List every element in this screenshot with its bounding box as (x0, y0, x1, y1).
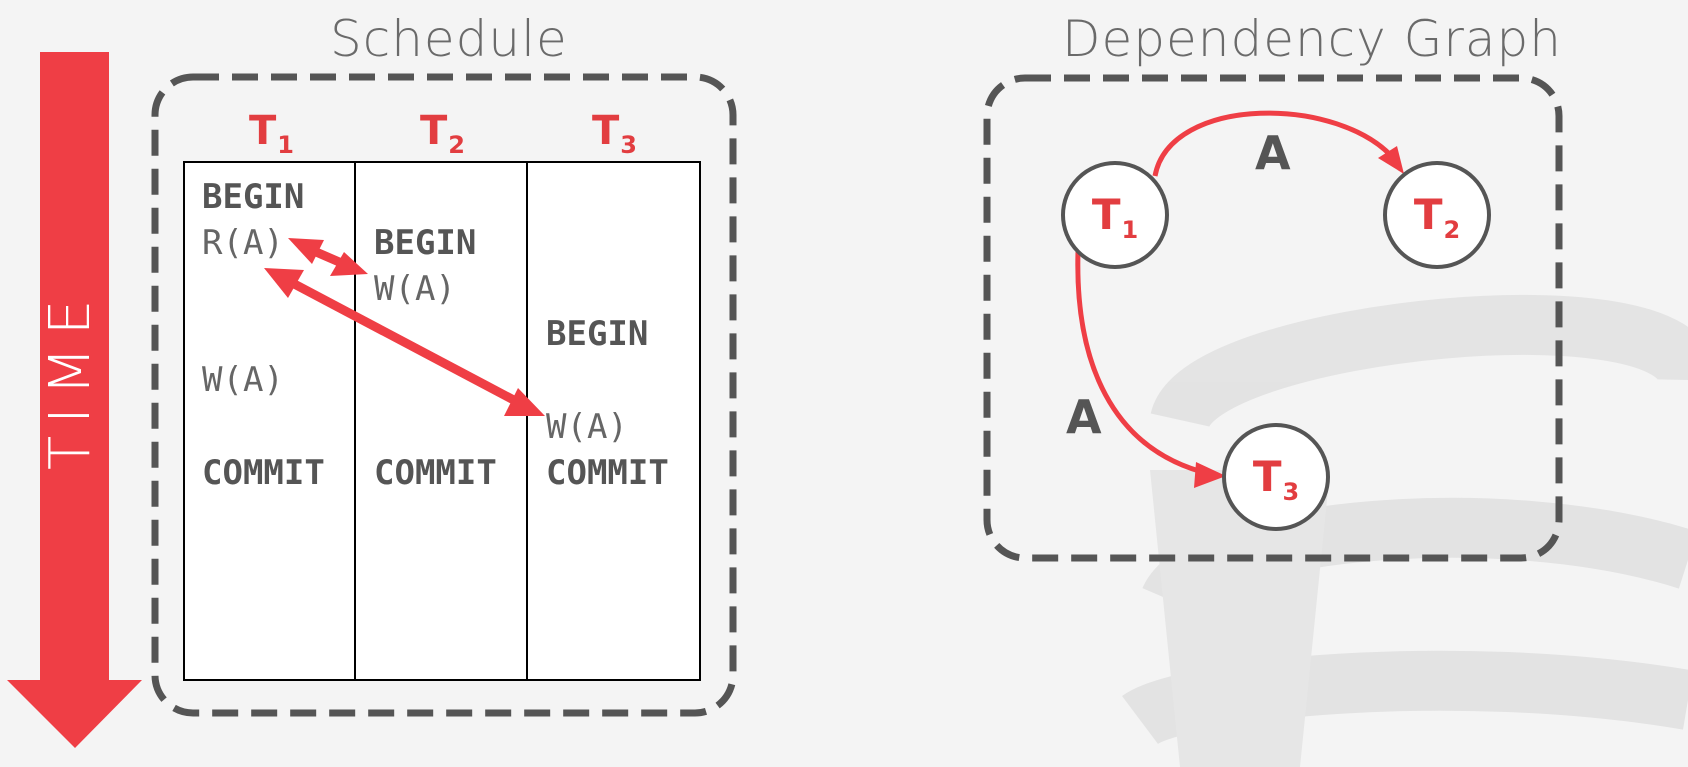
t1-read: R(A) (202, 223, 284, 263)
node-t2 (1383, 161, 1491, 269)
t3-commit: COMMIT (546, 453, 669, 493)
t1-commit: COMMIT (202, 453, 325, 493)
arrowhead (264, 268, 304, 298)
t2-commit: COMMIT (374, 453, 497, 493)
edge-t1-t2-label: A (1255, 126, 1291, 180)
graph-frame (983, 74, 1563, 562)
schedule-table (183, 161, 701, 681)
arrowhead (330, 252, 368, 276)
txn-header-t1: T1 (249, 108, 294, 159)
arrowhead (288, 238, 324, 264)
arrowhead (504, 388, 545, 416)
t3-write: W(A) (546, 407, 628, 447)
arrowhead (1378, 146, 1404, 174)
t2-begin: BEGIN (374, 223, 477, 263)
node-t1-label: T1 (1091, 190, 1139, 244)
time-arrow (7, 52, 142, 748)
t2-write: W(A) (374, 269, 456, 309)
dependency-graph-title: Dependency Graph (1062, 10, 1562, 68)
txn-header-t3: T3 (592, 108, 637, 159)
node-t1 (1061, 161, 1169, 269)
arrowhead (1194, 462, 1226, 488)
node-t3 (1222, 423, 1330, 531)
t3-begin: BEGIN (546, 314, 649, 354)
node-t2-label: T2 (1413, 190, 1461, 244)
schedule-title: Schedule (330, 10, 568, 68)
t1-write: W(A) (202, 360, 284, 400)
edge-t1-t3 (1075, 251, 1211, 477)
node-t3-label: T3 (1252, 452, 1300, 506)
conflict-arrow-t1-t3 (280, 274, 528, 410)
edge-t1-t2 (1152, 110, 1397, 177)
txn-header-t2: T2 (420, 108, 465, 159)
edge-t1-t3-label: A (1066, 390, 1102, 444)
t1-begin: BEGIN (202, 177, 305, 217)
